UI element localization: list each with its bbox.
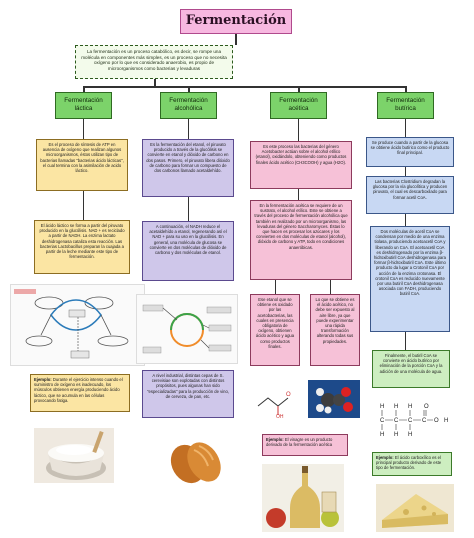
acetic-acid-molecule [308, 380, 360, 418]
svg-text:C: C [380, 418, 385, 424]
cheese-image [376, 484, 454, 532]
butirica-clostridium: Las bacterias Clostridium degradan la gl… [366, 176, 454, 214]
butirica-definition: Se produce cuando a partir de la glucosa… [366, 137, 454, 167]
yogurt-image [34, 428, 114, 483]
svg-text:H: H [380, 432, 384, 438]
connector-line [405, 86, 407, 92]
connector-line [235, 34, 237, 45]
heading-butirica: Fermentación butírica [377, 92, 434, 119]
lactica-pathway-diagram [10, 284, 145, 366]
connector-line [83, 191, 85, 220]
butirica-process: Dos moléculas de acetil CoA se condensan… [370, 226, 450, 332]
acetica-process: En la fermentación acética se requiere d… [250, 200, 352, 280]
svg-text:H: H [394, 404, 398, 410]
connector-line [188, 197, 190, 221]
lactica-example: Ejemplo: Durante el ejercicio intenso cu… [30, 374, 130, 412]
acetica-warning: Lo que se obtiene es el ácido acético, n… [310, 294, 360, 366]
acetica-definition: Es este proceso las bacterias del género… [250, 141, 352, 189]
bread-image [166, 432, 224, 490]
intro-text: La fermentación es un proceso catabólico… [75, 45, 233, 79]
lactica-process: El ácido láctico se forma a partir del p… [34, 220, 130, 274]
example-text: El ácido carboxílico es el principal pro… [376, 455, 442, 471]
svg-text:OH: OH [276, 414, 284, 418]
lactica-definition: Es el proceso de síntesis de ATP en ause… [36, 139, 128, 191]
connector-line [188, 86, 190, 92]
svg-text:O: O [424, 404, 429, 410]
svg-text:O: O [434, 418, 439, 424]
example-label: Ejemplo: [376, 455, 394, 460]
connector-line [405, 119, 407, 137]
svg-text:C: C [408, 418, 413, 424]
svg-text:H: H [444, 418, 448, 424]
connector-line [188, 119, 190, 139]
svg-text:H: H [394, 432, 398, 438]
connector-line [275, 280, 277, 294]
alcoholica-process: A continuación, el NADH reduce el acetal… [142, 221, 234, 281]
alcoholica-industrial: A nivel industrial, distintas cepas de S… [142, 370, 234, 418]
connector-line [405, 167, 407, 176]
alcoholica-definition: Es la fermentación del etanol, el piruva… [142, 139, 234, 197]
svg-text:O: O [286, 392, 291, 398]
svg-text:H: H [408, 432, 412, 438]
page-title: Fermentación [180, 9, 292, 34]
example-text: Durante el ejercicio intenso cuando el s… [34, 377, 123, 403]
alcoholica-pathway-diagram [136, 294, 238, 364]
svg-text:C: C [422, 418, 427, 424]
example-label: Ejemplo: [34, 377, 52, 382]
connector-line [83, 86, 85, 92]
svg-text:H: H [408, 404, 412, 410]
heading-acetica: Fermentación acética [270, 92, 327, 119]
connector-line [154, 79, 156, 86]
example-label: Ejemplo: [266, 437, 284, 442]
svg-text:C: C [394, 418, 399, 424]
connector-line [298, 86, 300, 92]
acetic-acid-formula: O OH [250, 382, 298, 418]
vinegar-image [262, 464, 344, 532]
connector-line [298, 189, 300, 200]
heading-alcoholica: Fermentación alcohólica [160, 92, 217, 119]
connector-line [298, 119, 300, 141]
connector-line [330, 280, 332, 294]
acetica-example: Ejemplo: El vinagre es un producto deriv… [262, 434, 348, 456]
heading-lactica: Fermentación láctica [55, 92, 112, 119]
example-text: El vinagre es un producto derivado de la… [266, 437, 333, 448]
connector-line [405, 332, 407, 350]
connector-line [83, 119, 85, 139]
svg-text:H: H [380, 404, 384, 410]
butirica-example: Ejemplo: El ácido carboxílico es el prin… [372, 452, 452, 476]
connector-line [405, 214, 407, 226]
butyric-acid-formula: H H H O C C C C O H H H H [376, 398, 450, 442]
acetica-oxidation: Ese etanol que se obtiene es oxidado por… [250, 294, 300, 366]
butirica-final: Finalmente, el butiril CoA se convierte … [372, 350, 450, 388]
connector-line [83, 86, 406, 88]
